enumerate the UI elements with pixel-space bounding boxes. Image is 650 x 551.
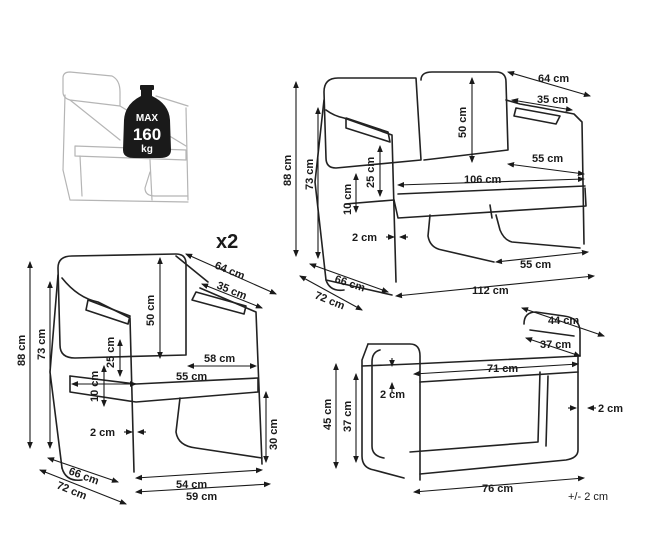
sofa-base-depth: 55 cm (520, 259, 551, 271)
table-depth-inner: 37 cm (540, 339, 571, 351)
armchair-frame-thickness: 2 cm (90, 427, 115, 439)
table-top-thickness: 2 cm (380, 389, 405, 401)
table-total-width: 76 cm (482, 483, 513, 495)
sofa-total-height: 88 cm (282, 155, 294, 186)
table-frame-thickness: 2 cm (598, 403, 623, 415)
badge-max: MAX (136, 113, 159, 124)
armchair-seat-cushion-height: 25 cm (105, 337, 117, 368)
armchair-total-height: 88 cm (16, 335, 28, 366)
load-capacity-illustration: MAX 160 kg (62, 71, 189, 203)
badge-unit: kg (141, 144, 153, 155)
badge-weight: 160 (133, 125, 161, 144)
armchair-seat-depth: 58 cm (204, 353, 235, 365)
sofa-seat-cushion-height: 25 cm (365, 157, 377, 188)
sofa-depth-total: 64 cm (538, 73, 569, 85)
sofa-back-height: 50 cm (457, 107, 469, 138)
sofa-armrest-depth: 35 cm (537, 94, 568, 106)
sofa-armrest-height: 73 cm (304, 159, 316, 190)
sofa-base-depth-outer: 66 cm (333, 273, 367, 294)
armchair-leg-height: 30 cm (268, 419, 280, 450)
table-depth-outer: 44 cm (548, 315, 579, 327)
sofa-dimensions: 64 cm 35 cm 50 cm 88 cm 73 cm 25 cm 10 c… (282, 70, 596, 313)
sofa-total-width: 112 cm (472, 285, 509, 297)
sofa-depth-outer: 72 cm (313, 290, 347, 313)
table-total-height: 45 cm (322, 399, 334, 430)
table-inner-height: 37 cm (342, 401, 354, 432)
quantity-label: x2 (216, 231, 238, 253)
sofa-seat-depth: 55 cm (532, 153, 563, 165)
armchair-total-width: 59 cm (186, 491, 217, 503)
table-dimensions: 44 cm 37 cm 71 cm 2 cm 2 cm 45 cm 37 cm … (322, 307, 623, 495)
weight-bottle-icon: MAX 160 kg (123, 85, 171, 158)
sofa-frame-thickness: 2 cm (352, 232, 377, 244)
sofa-seat-width: 106 cm (464, 174, 502, 186)
armchair-seat-width: 55 cm (176, 371, 207, 383)
armchair-armrest-height: 73 cm (36, 329, 48, 360)
tolerance-note: +/- 2 cm (568, 491, 608, 503)
sofa-seat-frame-height: 10 cm (342, 184, 354, 215)
armchair-depth-total: 64 cm (213, 260, 247, 283)
armchair-seat-frame-height: 10 cm (89, 371, 101, 402)
armchair-back-height: 50 cm (145, 295, 157, 326)
table-top-width: 71 cm (487, 363, 518, 375)
